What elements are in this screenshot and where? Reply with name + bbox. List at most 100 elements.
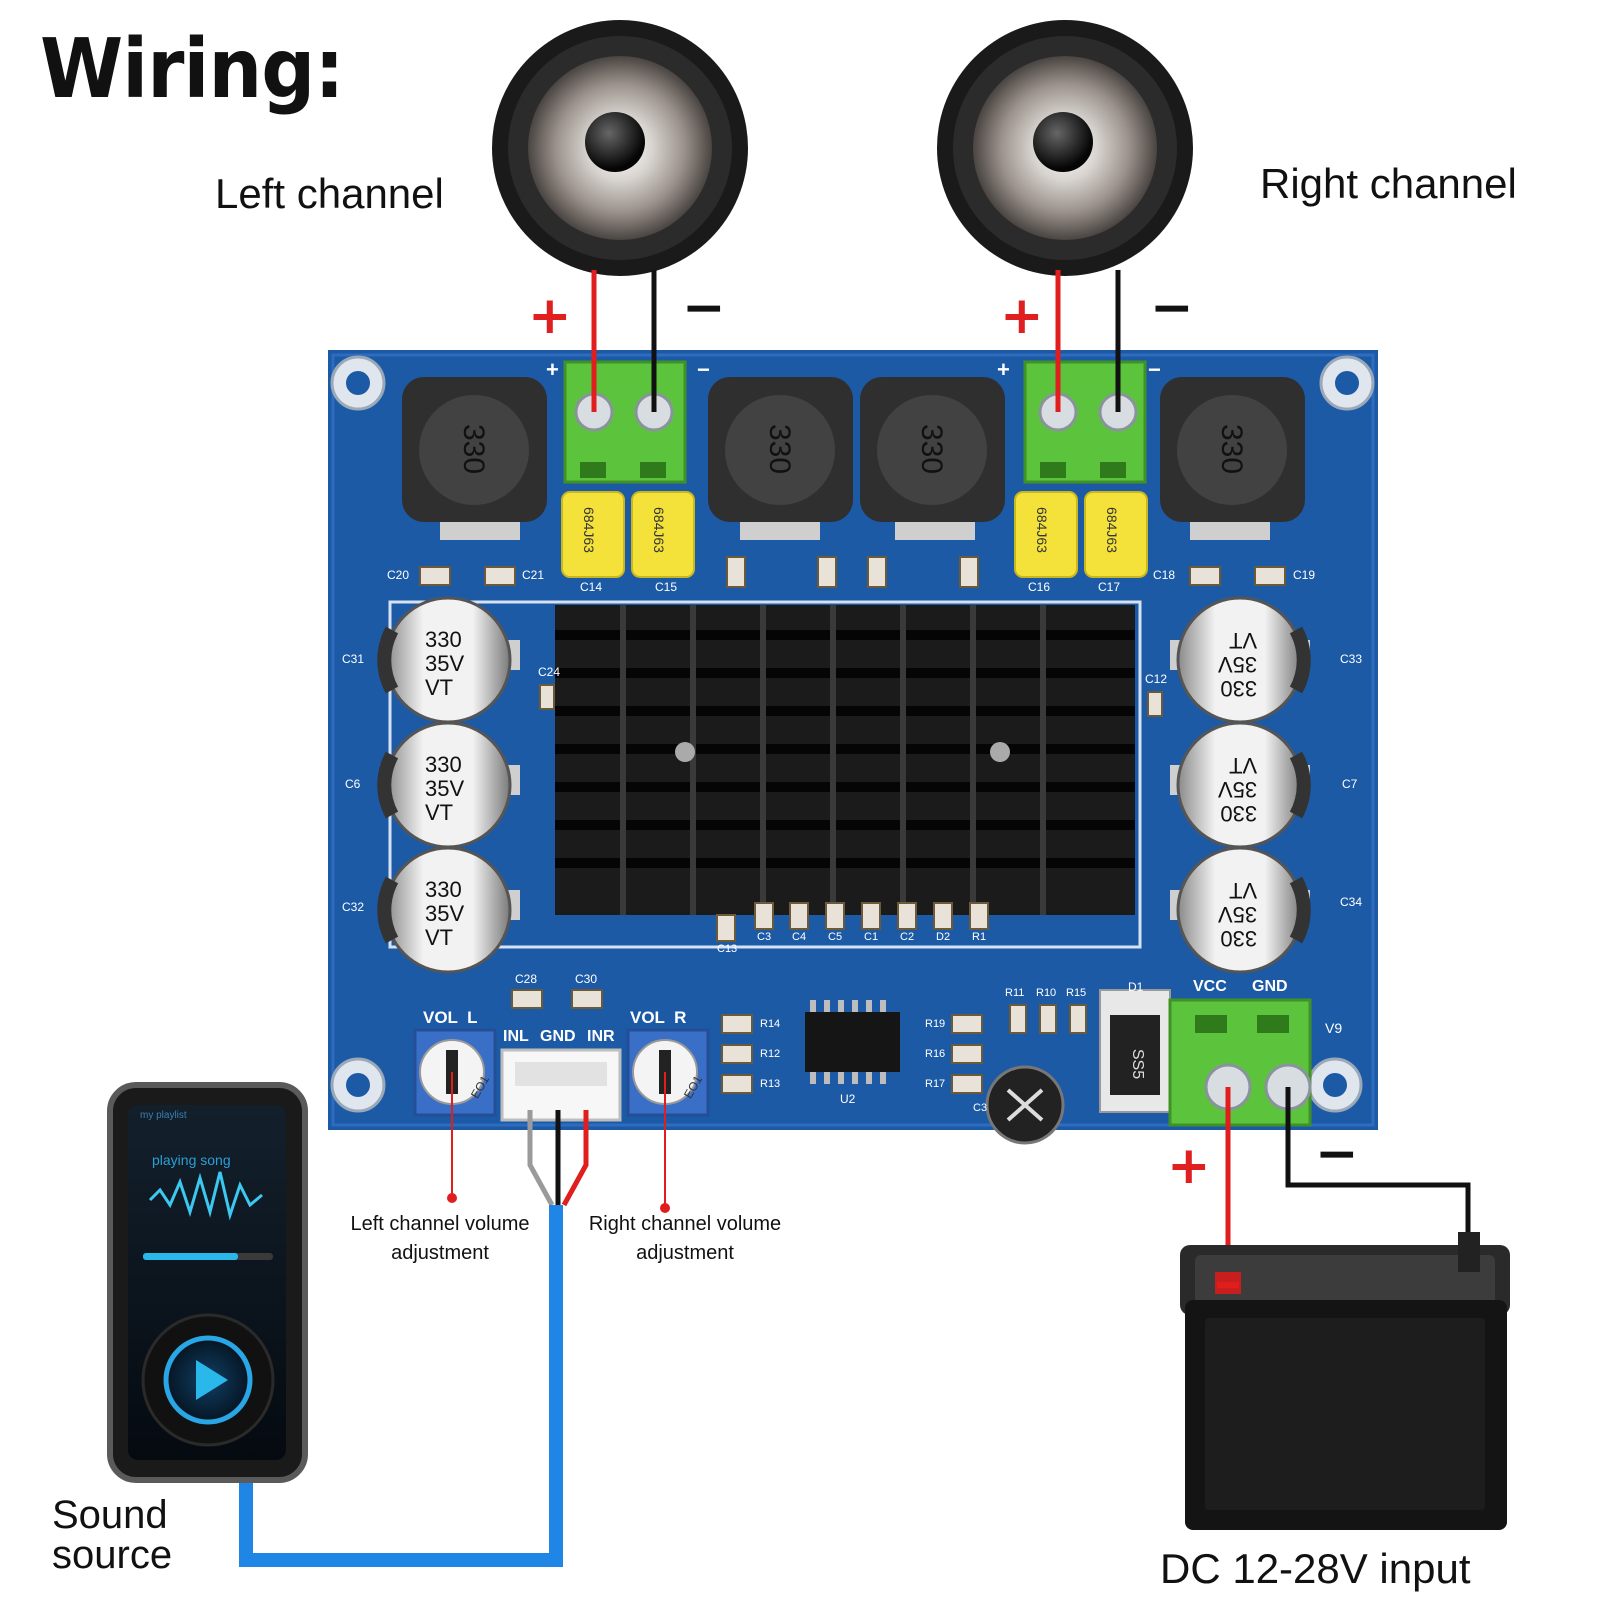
ref-r1: R1 xyxy=(972,931,987,943)
right-cap-2-marking: 330 35V VT xyxy=(1218,753,1258,826)
inductor-4 xyxy=(1160,377,1305,540)
ref-c33: C33 xyxy=(1340,652,1363,666)
electrolytic-capacitors-right xyxy=(1170,596,1311,974)
film-capacitors xyxy=(561,491,1148,578)
ref-c19: C19 xyxy=(1293,568,1316,582)
page-title: Wiring: xyxy=(40,22,344,117)
power-plus: + xyxy=(1167,1136,1211,1196)
cap-series: VT xyxy=(425,800,454,825)
inductor-1 xyxy=(402,377,547,540)
ref-c31: C31 xyxy=(342,652,365,666)
cap-voltage: 35V xyxy=(425,651,465,676)
film-cap-4-marking: 684J63 xyxy=(1103,507,1120,553)
ref-r10: R10 xyxy=(1036,987,1057,999)
cap-value: 330 xyxy=(1220,676,1258,701)
ref-c4: C4 xyxy=(792,931,807,943)
ref-d2: D2 xyxy=(936,931,951,943)
left-cap-3-marking: 330 35V VT xyxy=(425,878,464,950)
inductor-3-marking: 330 xyxy=(915,423,949,475)
ref-u2: U2 xyxy=(840,1092,856,1106)
ref-c2: C2 xyxy=(900,931,915,943)
ref-v9: V9 xyxy=(1325,1020,1343,1036)
left-terminal-plus-mark: + xyxy=(546,357,559,382)
play-icon xyxy=(196,1360,228,1400)
cap-voltage: 35V xyxy=(1218,652,1258,677)
right-speaker-minus: − xyxy=(1150,278,1194,338)
left-speaker-terminal xyxy=(563,360,687,484)
ref-c5: C5 xyxy=(828,931,843,943)
cap-series: VT xyxy=(425,925,454,950)
speaker-wires xyxy=(591,270,1121,412)
heatsink xyxy=(555,605,1135,915)
cap-value: 330 xyxy=(425,752,462,777)
right-speaker-plus: + xyxy=(1000,286,1044,346)
left-speaker-icon xyxy=(492,20,748,276)
ref-c28: C28 xyxy=(515,972,538,986)
pin-inr: INR xyxy=(587,1028,615,1045)
ref-c32: C32 xyxy=(342,900,365,914)
ref-c34: C34 xyxy=(1340,895,1363,909)
music-player xyxy=(107,1082,308,1483)
ref-c13: C13 xyxy=(717,943,738,955)
right-volume-potentiometer xyxy=(626,1028,710,1117)
ref-c7: C7 xyxy=(1342,777,1358,791)
amplifier-board xyxy=(328,350,1378,1145)
left-speaker-minus: − xyxy=(682,278,726,338)
inductor-3 xyxy=(860,377,1005,540)
right-volume-caption: Right channel volume adjustment xyxy=(588,1213,782,1264)
electrolytic-capacitors-left xyxy=(377,596,520,974)
cap-value: 330 xyxy=(425,877,462,902)
dc-input-label: DC 12-28V input xyxy=(1160,1545,1471,1592)
bottom-capacitor xyxy=(985,1065,1065,1145)
pin-power-gnd: GND xyxy=(1252,978,1288,995)
right-terminal-minus-mark: − xyxy=(1148,357,1161,382)
right-cap-1-marking: 330 35V VT xyxy=(1218,628,1258,701)
ref-c20: C20 xyxy=(387,568,410,582)
ref-c12: C12 xyxy=(1145,672,1168,686)
right-speaker-icon xyxy=(937,20,1193,276)
ref-c3b: C3 xyxy=(973,1102,988,1114)
inductor-2-marking: 330 xyxy=(763,423,797,475)
left-channel-label: Left channel xyxy=(215,170,444,217)
ref-r12: R12 xyxy=(760,1048,781,1060)
pin-gnd: GND xyxy=(540,1028,576,1045)
cap-series: VT xyxy=(1229,878,1258,903)
input-connector xyxy=(500,1048,622,1122)
ref-c24: C24 xyxy=(538,665,561,679)
ref-c1: C1 xyxy=(864,931,879,943)
ref-c21: C21 xyxy=(522,568,545,582)
cap-voltage: 35V xyxy=(1218,777,1258,802)
inductor-1-marking: 330 xyxy=(457,423,491,475)
right-cap-3-marking: 330 35V VT xyxy=(1218,878,1258,951)
ref-r19: R19 xyxy=(925,1018,946,1030)
cap-value: 330 xyxy=(425,627,462,652)
cap-value: 330 xyxy=(1220,926,1258,951)
ref-r17: R17 xyxy=(925,1078,946,1090)
inductor-2 xyxy=(708,377,853,540)
left-cap-1-marking: 330 35V VT xyxy=(425,628,464,700)
ref-r13: R13 xyxy=(760,1078,781,1090)
ref-r16: R16 xyxy=(925,1048,946,1060)
cap-voltage: 35V xyxy=(425,776,465,801)
film-cap-2-marking: 684J63 xyxy=(650,507,667,553)
volume-pointers xyxy=(447,1072,670,1213)
battery-icon xyxy=(1180,1232,1510,1530)
sound-source-line1: Sound xyxy=(52,1493,168,1537)
pin-vcc: VCC xyxy=(1193,978,1227,995)
power-minus: − xyxy=(1315,1124,1359,1184)
cap-voltage: 35V xyxy=(425,901,465,926)
ref-c14: C14 xyxy=(580,580,603,594)
right-terminal-plus-mark: + xyxy=(997,357,1010,382)
ref-d1: D1 xyxy=(1128,980,1144,994)
cap-series: VT xyxy=(1229,628,1258,653)
ref-c17: C17 xyxy=(1098,580,1121,594)
cap-voltage: 35V xyxy=(1218,902,1258,927)
smd-components xyxy=(419,556,1286,1094)
vol-r-label: VOL R xyxy=(630,1008,687,1027)
cap-series: VT xyxy=(1229,753,1258,778)
left-terminal-minus-mark: − xyxy=(697,357,710,382)
cap-value: 330 xyxy=(1220,801,1258,826)
player-header: my playlist xyxy=(140,1110,187,1121)
